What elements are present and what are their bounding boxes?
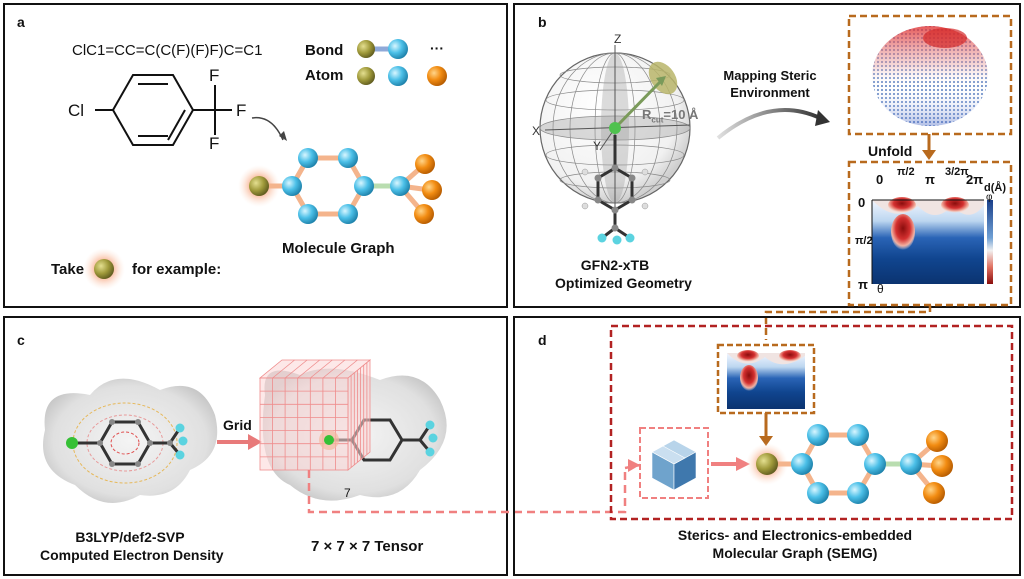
rcut-label: Rcut=10 Å xyxy=(642,107,699,125)
axis-x-label: X xyxy=(532,124,541,138)
panel-c-label: c xyxy=(17,332,25,348)
tensor-caption: 7 × 7 × 7 Tensor xyxy=(311,538,424,555)
axis-y-label: Y xyxy=(593,139,602,153)
panel-d-label: d xyxy=(538,332,547,348)
theta-tick-pi: π xyxy=(858,277,868,292)
semg-caption-line2: Molecular Graph (SEMG) xyxy=(712,545,878,561)
panel-b xyxy=(513,3,1021,308)
grid-label: Grid xyxy=(223,417,252,433)
phi-tick-3pi-half: 3/2π xyxy=(945,166,969,178)
theta-tick-0: 0 xyxy=(858,195,866,210)
chlorine-label: Cl xyxy=(68,101,85,120)
atom-bond-legend xyxy=(357,39,447,86)
phi-tick-pi: π xyxy=(925,172,935,187)
axis-z-label: Z xyxy=(614,32,622,46)
electron-density-caption-line2: Computed Electron Density xyxy=(40,547,224,563)
take-label: Take xyxy=(51,261,85,278)
mapping-caption: Mapping Steric Environment xyxy=(710,67,830,101)
colorbar-label: d(Å) xyxy=(984,182,1006,194)
for-example-label: for example: xyxy=(132,261,222,278)
mapping-caption-line1: Mapping Steric xyxy=(723,68,817,83)
chlorobenzotrifluoride-structure xyxy=(95,74,287,146)
phi-tick-0: 0 xyxy=(876,172,884,187)
semg-caption-line1: Sterics- and Electronics-embedded xyxy=(677,527,913,543)
fluorine-label-top: F xyxy=(209,66,220,85)
panel-c xyxy=(3,316,508,576)
legend-more: ··· xyxy=(430,40,444,56)
mapping-caption-line2: Environment xyxy=(730,85,810,100)
molecule-graph-a xyxy=(238,148,442,224)
panel-b-label: b xyxy=(538,14,547,30)
smiles-string: ClC1=CC=C(C(F)(F)F)C=C1 xyxy=(72,42,263,59)
phi-axis-label: φ xyxy=(986,192,993,203)
electron-density-caption-line1: B3LYP/def2-SVP xyxy=(75,529,185,545)
fluorine-label-right: F xyxy=(236,101,247,120)
electron-density-caption: B3LYP/def2-SVP Computed Electron Density xyxy=(40,528,224,564)
semg-caption: Sterics- and Electronics-embedded Molecu… xyxy=(660,526,930,562)
geometry-caption: GFN2-xTB Optimized Geometry xyxy=(555,256,692,292)
panel-a-label: a xyxy=(17,14,25,30)
molecule-graph-caption: Molecule Graph xyxy=(282,240,395,257)
phi-tick-pi-half: π/2 xyxy=(897,166,915,178)
fluorine-label-bottom: F xyxy=(209,134,220,153)
theta-tick-pi-half: π/2 xyxy=(855,235,873,247)
panel-d xyxy=(513,316,1021,576)
panel-a xyxy=(3,3,508,308)
theta-axis-label: θ xyxy=(877,282,884,296)
legend-bond-label: Bond xyxy=(305,42,344,59)
legend-atom-label: Atom xyxy=(305,67,344,84)
geometry-caption-line1: GFN2-xTB xyxy=(580,257,650,273)
geometry-caption-line2: Optimized Geometry xyxy=(555,275,692,291)
grid-size-label: 7 xyxy=(344,486,351,500)
take-example-atom xyxy=(83,248,125,290)
phi-tick-2pi: 2π xyxy=(966,172,984,187)
unfold-label: Unfold xyxy=(868,143,913,159)
